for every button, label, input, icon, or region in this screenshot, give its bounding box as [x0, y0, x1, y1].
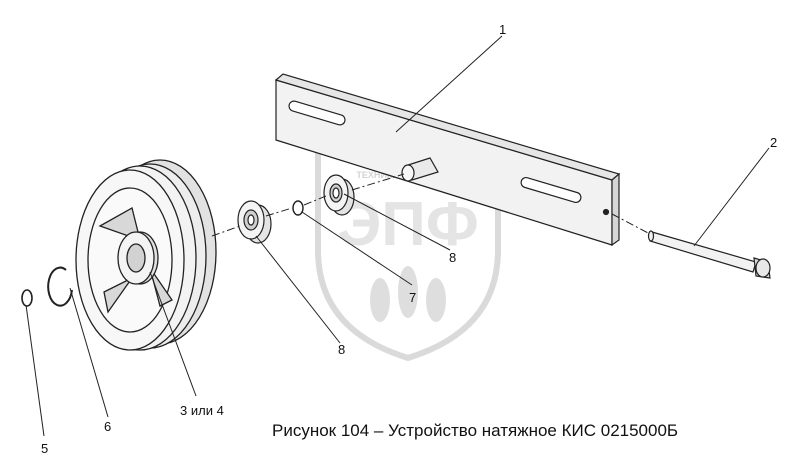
callout-5: 5 [41, 441, 48, 456]
callouts: 1 2 3 или 4 5 6 7 8 8 [41, 22, 777, 456]
assembly-axis [211, 173, 651, 237]
leader-5 [25, 304, 45, 437]
part-6-retaining-ring [47, 266, 73, 307]
leader-2 [693, 147, 770, 247]
bracket-slot-left [288, 100, 346, 126]
part-2-bolt [647, 230, 771, 279]
leader-8b [255, 235, 341, 344]
bracket-slot-right [520, 176, 582, 204]
part-1-bracket [274, 73, 621, 247]
leader-8a [343, 193, 451, 251]
leader-3 [149, 271, 197, 397]
callout-8-upper: 8 [449, 250, 456, 265]
watermark-wheat-icon [370, 266, 446, 322]
leader-6 [69, 287, 109, 418]
callout-2: 2 [770, 135, 777, 150]
callout-1: 1 [499, 22, 506, 37]
part-8-bearing-lower [237, 200, 272, 244]
part-7-circlip [292, 200, 304, 216]
part-8-bearing-upper [323, 174, 355, 216]
leader-7 [301, 211, 413, 286]
callout-3: 3 или 4 [180, 403, 224, 418]
shaft-stub [401, 157, 439, 182]
figure-caption: Рисунок 104 – Устройство натяжное КИС 02… [272, 421, 679, 440]
watermark-logo-text: ЭПФ [337, 190, 479, 259]
leader-1 [395, 35, 503, 133]
part-3-pulley [75, 159, 217, 351]
callout-6: 6 [104, 419, 111, 434]
leader-lines [25, 35, 770, 437]
part-5-ring [21, 289, 33, 307]
callout-8-lower: 8 [338, 342, 345, 357]
callout-7: 7 [409, 290, 416, 305]
